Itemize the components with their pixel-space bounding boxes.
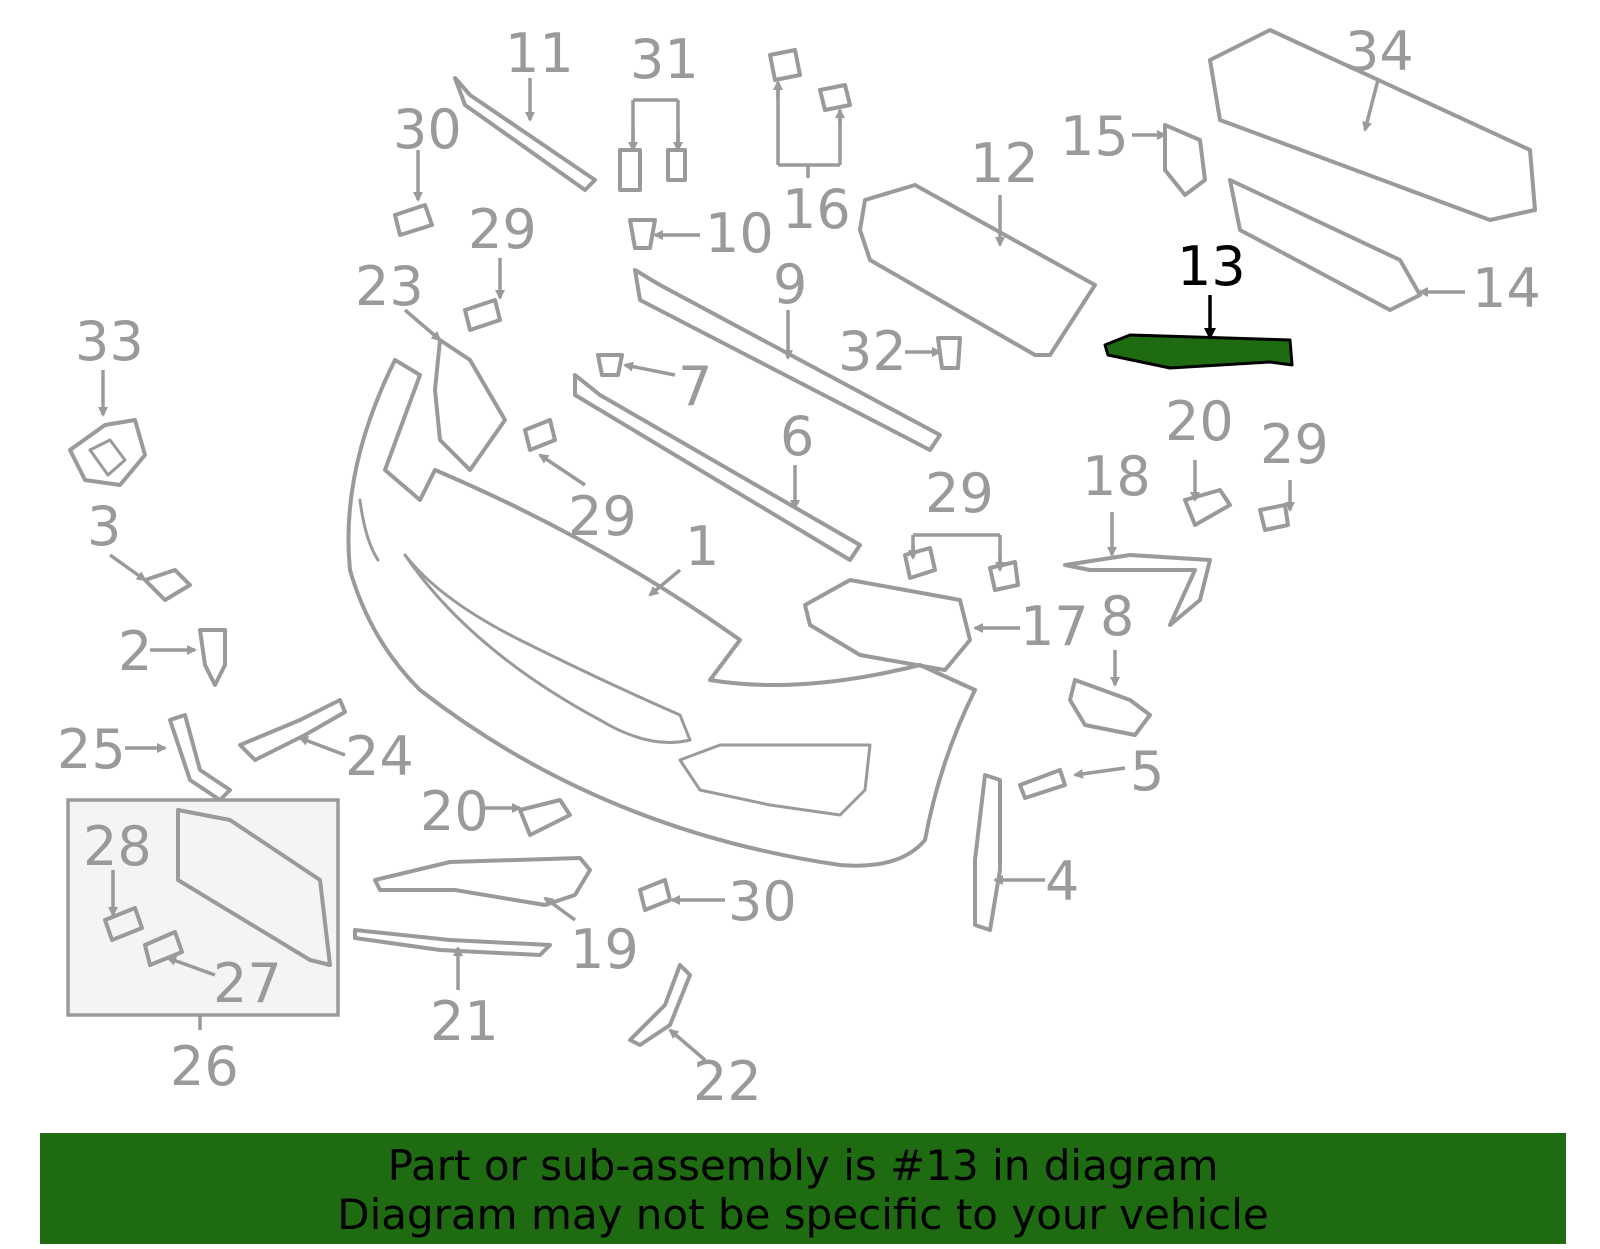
callout-5: 5 — [1130, 740, 1164, 803]
leader-lines — [98, 78, 1465, 1062]
bracket-23-part — [433, 338, 507, 472]
callout-22: 22 — [693, 1050, 762, 1110]
callout-20-left: 20 — [420, 780, 489, 843]
bracket-24-part — [238, 698, 347, 762]
bracket-20a-part — [518, 798, 572, 837]
bracket-8-part — [1068, 678, 1152, 737]
bracket-20b-part — [1183, 488, 1232, 527]
callout-27: 27 — [213, 952, 282, 1015]
callout-3: 3 — [87, 495, 121, 558]
callout-7: 7 — [678, 355, 712, 418]
callout-18: 18 — [1082, 445, 1151, 508]
callout-30-top: 30 — [393, 98, 462, 161]
callout-16: 16 — [782, 178, 851, 241]
callout-13: 13 — [1177, 235, 1246, 298]
molding-18-part — [1063, 553, 1212, 627]
bumper-cover-part — [346, 358, 977, 868]
callout-17: 17 — [1020, 595, 1089, 658]
clip-10-part — [628, 218, 657, 250]
clip-7-part — [596, 353, 624, 377]
bolt-31a-part — [618, 148, 642, 192]
bolt-30b-part — [638, 878, 672, 912]
bracket-6-part — [573, 373, 862, 562]
nut-3-part — [143, 568, 192, 602]
callout-25: 25 — [57, 718, 126, 781]
callout-34: 34 — [1345, 20, 1414, 83]
callout-26: 26 — [170, 1035, 239, 1098]
bolt-29d-part — [988, 560, 1020, 592]
callout-4: 4 — [1045, 850, 1079, 913]
reinforcement-beam-34-part — [1208, 28, 1537, 222]
callout-1: 1 — [685, 515, 719, 578]
molding-21-part — [353, 928, 552, 957]
callout-2: 2 — [118, 620, 152, 683]
callout-29-a: 29 — [468, 198, 537, 261]
absorber-12-part — [858, 183, 1097, 357]
bolt-29e-part — [1258, 503, 1290, 532]
callout-6: 6 — [780, 405, 814, 468]
clip-2-part — [198, 628, 227, 687]
callout-29-b: 29 — [568, 485, 637, 548]
bracket-25-part — [168, 713, 232, 802]
bolt-32-part — [936, 336, 962, 370]
callout-19: 19 — [570, 918, 639, 981]
callout-20-right: 20 — [1165, 390, 1234, 453]
bolt-28-part — [103, 906, 144, 942]
callout-32: 32 — [838, 320, 907, 383]
callout-29-c: 29 — [925, 462, 994, 525]
callout-23: 23 — [355, 255, 424, 318]
bezel-17-part — [803, 578, 972, 672]
bolt-30a-part — [393, 203, 434, 237]
clip-16b-part — [818, 83, 852, 112]
callout-9: 9 — [773, 253, 807, 316]
license-bracket-26-group — [66, 798, 340, 1017]
clip-16a-part — [768, 48, 802, 82]
callout-12: 12 — [970, 132, 1039, 195]
callout-labels: 11 31 30 10 16 29 23 9 7 29 6 1 12 32 15… — [57, 20, 1541, 1110]
emblem-33-part — [68, 418, 147, 487]
banner-line-disclaimer: Diagram may not be specific to your vehi… — [337, 1190, 1269, 1239]
bolt-27-part — [143, 930, 184, 967]
callout-8: 8 — [1100, 585, 1134, 648]
bolt-5-part — [1018, 768, 1067, 800]
molding-19-part — [373, 856, 592, 907]
bracket-4-part — [973, 773, 1002, 932]
callout-24: 24 — [345, 725, 414, 788]
callout-15: 15 — [1060, 105, 1129, 168]
absorber-14-part — [1228, 178, 1422, 312]
callout-33: 33 — [75, 310, 144, 373]
bolt-29b-part — [523, 418, 557, 452]
callout-28: 28 — [83, 815, 152, 878]
bracket-15-part — [1163, 123, 1207, 197]
info-banner: Part or sub-assembly is #13 in diagram D… — [40, 1133, 1566, 1244]
callout-30-bottom: 30 — [728, 870, 797, 933]
parts-diagram: 11 31 30 10 16 29 23 9 7 29 6 1 12 32 15… — [57, 20, 1541, 1110]
callout-21: 21 — [430, 990, 499, 1053]
bolt-31b-part — [666, 148, 687, 182]
molding-11-part — [453, 76, 597, 192]
bolt-29a-part — [463, 298, 502, 332]
callout-11: 11 — [505, 22, 574, 85]
callout-10: 10 — [705, 202, 774, 265]
callout-29-d: 29 — [1260, 413, 1329, 476]
callout-31: 31 — [630, 28, 699, 91]
callout-14: 14 — [1472, 257, 1541, 320]
reinforcement-9-part — [633, 268, 942, 452]
bracket-22-part — [628, 963, 692, 1047]
absorber-13-highlighted-part — [1103, 333, 1294, 370]
banner-line-part-number: Part or sub-assembly is #13 in diagram — [387, 1141, 1219, 1190]
bolt-29c-part — [903, 546, 937, 580]
